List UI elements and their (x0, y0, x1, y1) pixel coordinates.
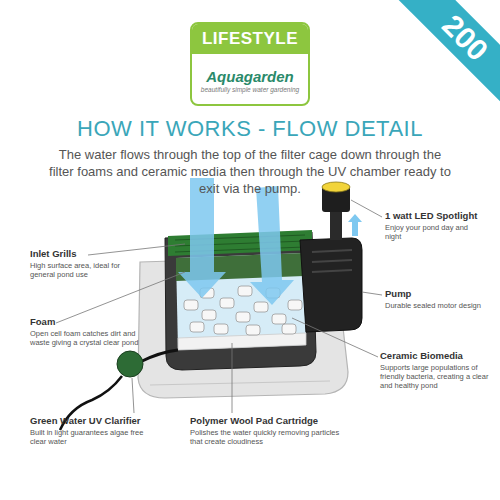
callout-text: Supports large populations of friendly b… (380, 363, 490, 390)
callout-text: Polishes the water quickly removing part… (190, 428, 340, 446)
node-text: beautifully simple water gardening (192, 86, 308, 93)
leader-line (292, 318, 378, 357)
pump-ribs (312, 250, 352, 272)
diagram-title: HOW IT WORKS - FLOW DETAIL (0, 116, 500, 142)
callout-text: High surface area, ideal for general pon… (30, 261, 140, 279)
ceramic-ring (184, 300, 198, 310)
uv-neck (140, 350, 178, 362)
callout-text: Durable sealed motor design (385, 301, 485, 310)
ceramic-ring (214, 324, 228, 334)
callout-heading: Polymer Wool Pad Cartridge (190, 416, 340, 427)
ceramic-ring (236, 312, 250, 322)
corner-band: 200 (398, 0, 500, 105)
ceramic-ring (220, 298, 234, 308)
callout-text: Enjoy your pond day and night (385, 223, 485, 241)
outlet-pipe (330, 208, 342, 240)
leader-line (362, 292, 382, 295)
diagram-caption: The water flows through the top of the f… (48, 147, 452, 198)
flow-arrow (250, 186, 294, 305)
inlet-grill (168, 230, 312, 256)
leader-line (351, 200, 382, 217)
leader-line (232, 343, 233, 413)
leader-line (88, 244, 185, 255)
flow-arrow (348, 214, 362, 236)
node-text: Aquagarden (192, 68, 308, 85)
ceramic-ring (190, 322, 204, 332)
callout-heading: Pump (385, 289, 485, 300)
tray-edge (150, 381, 330, 385)
node-heading: LIFESTYLE (192, 24, 308, 54)
wool-pad (178, 333, 306, 350)
ceramic-ring (288, 300, 302, 310)
ceramic-ring (202, 310, 216, 320)
callout-heading: Inlet Grills (30, 249, 140, 260)
leader-line (56, 272, 185, 323)
uv-clarifier (117, 351, 143, 377)
brand-badge: LIFESTYLE Aquagardenbeautifully simple wa… (190, 22, 310, 106)
ceramic-ring (238, 286, 252, 296)
flow-arrow (178, 178, 226, 298)
ceramic-ring (282, 324, 296, 334)
callout-heading: Foam (30, 317, 140, 328)
callout-heading: Ceramic Biomedia (380, 351, 490, 362)
node-heading: 200 (398, 0, 500, 105)
callout-heading: 1 watt LED Spotlight (385, 211, 490, 222)
leader-lines (56, 200, 382, 413)
led-lens (322, 182, 350, 192)
callout-text: Built in light guarantees algae free cle… (30, 428, 160, 446)
callout-heading: Green Water UV Clarifier (30, 416, 170, 427)
pump (300, 238, 362, 332)
ceramic-ring (254, 302, 268, 312)
ceramic-ring (246, 325, 260, 335)
callout-text: Open cell foam catches dirt and waste gi… (30, 329, 140, 347)
leader-line (132, 378, 134, 413)
ceramic-ring (272, 314, 286, 324)
